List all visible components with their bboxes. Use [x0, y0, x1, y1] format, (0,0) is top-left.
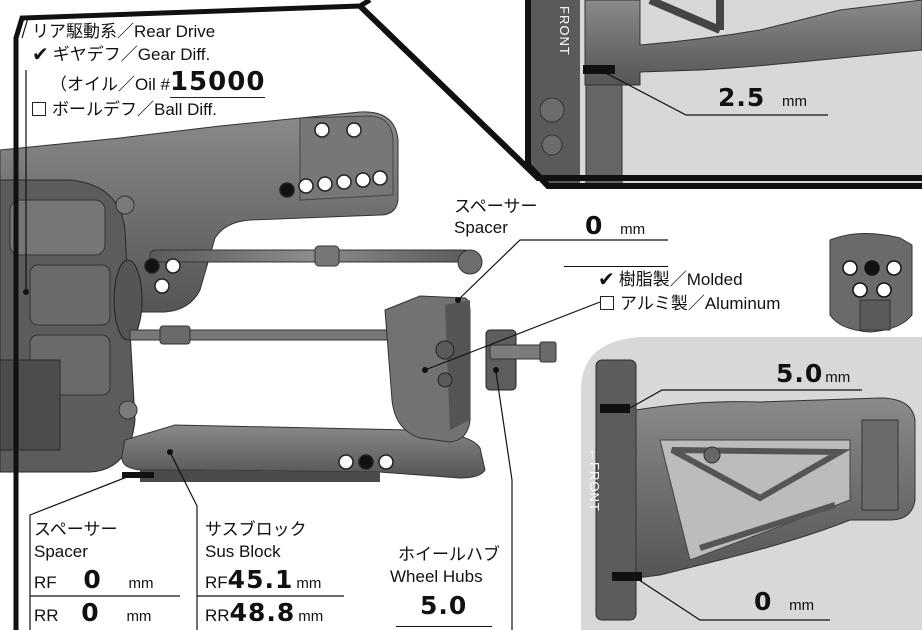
spacer-mid-underline — [564, 266, 668, 267]
spacer-mid-measure: 0 mm — [585, 213, 646, 240]
gear-diff-option: ✔ギヤデフ／Gear Diff. — [32, 45, 210, 65]
sus-rr-value: 48.8 — [229, 598, 296, 627]
main-chassis-render — [0, 111, 557, 482]
molded-option: ✔樹脂製／Molded — [598, 270, 743, 290]
check-icon: ✔ — [598, 269, 615, 291]
aluminum-label: アルミ製／Aluminum — [620, 294, 781, 313]
oil-value: 15000 — [169, 67, 266, 98]
wheel-hubs-value: 5.0 — [420, 591, 468, 620]
front-label-right: ←FRONT — [587, 448, 602, 512]
spacer-rf-unit: mm — [128, 575, 154, 592]
ball-diff-label: ボールデフ／Ball Diff. — [52, 100, 217, 119]
spacer-rr-row: RR 0 mm — [34, 600, 152, 627]
check-icon: ✔ — [32, 44, 49, 66]
spacer-rr-label: RR — [34, 606, 59, 625]
sus-block-title-jp: サスブロック — [205, 520, 307, 539]
ball-diff-option: ボールデフ／Ball Diff. — [32, 100, 217, 120]
spacer-mid-title-en: Spacer — [454, 218, 508, 237]
oil-row: （オイル／Oil #15000 — [50, 67, 266, 98]
top-inset-value: 2.5 — [718, 83, 766, 112]
spacer-bottom-title-jp: スペーサー — [34, 520, 118, 539]
right-inset-bottom-unit: mm — [789, 597, 815, 614]
molded-label: 樹脂製／Molded — [618, 270, 743, 289]
frame-and-leaders — [13, 0, 922, 630]
top-inset-unit: mm — [782, 93, 808, 110]
spacer-rr-unit: mm — [126, 608, 152, 625]
spacer-mid-value: 0 — [585, 211, 604, 240]
sus-rf-label: RF — [205, 573, 228, 592]
right-inset-bottom-value: 0 — [754, 587, 773, 616]
sus-block-title-en: Sus Block — [205, 542, 281, 561]
sus-rr-label: RR — [205, 606, 230, 625]
wheel-hubs-measure: 5.0 — [420, 593, 467, 619]
right-inset-top-value: 5.0 — [776, 359, 824, 388]
sus-rf-unit: mm — [296, 575, 322, 592]
right-inset-top-unit: mm — [825, 369, 851, 386]
inset-hub-end — [820, 230, 922, 340]
wheel-hubs-underline — [396, 626, 492, 627]
wheel-hubs-title-jp: ホイールハブ — [398, 545, 500, 564]
spacer-rr-value: 0 — [81, 598, 100, 627]
spacer-rf-value: 0 — [83, 565, 102, 594]
top-inset-measure: 2.5 mm — [718, 85, 808, 112]
inset-right-arm — [580, 336, 922, 630]
front-label-top: FRONT — [557, 6, 572, 56]
oil-prefix: （オイル／Oil # — [50, 75, 170, 94]
spacer-rf-row: RF 0 mm — [34, 567, 154, 594]
sus-rr-unit: mm — [298, 608, 324, 625]
sus-rf-value: 45.1 — [227, 565, 294, 594]
spacer-bottom-title-en: Spacer — [34, 542, 88, 561]
spacer-mid-title-jp: スペーサー — [454, 197, 538, 216]
right-inset-bottom-measure: 0 mm — [754, 589, 815, 616]
checkbox-empty-icon — [600, 296, 614, 310]
gear-diff-label: ギヤデフ／Gear Diff. — [52, 45, 211, 64]
spacer-rf-label: RF — [34, 573, 57, 592]
checkbox-empty-icon — [32, 102, 46, 116]
aluminum-option: アルミ製／Aluminum — [600, 294, 780, 314]
inset-top-right — [528, 0, 922, 186]
wheel-hubs-title-en: Wheel Hubs — [390, 567, 483, 586]
rear-drive-title: リア駆動系／Rear Drive — [32, 22, 216, 41]
spacer-mid-unit: mm — [620, 221, 646, 238]
